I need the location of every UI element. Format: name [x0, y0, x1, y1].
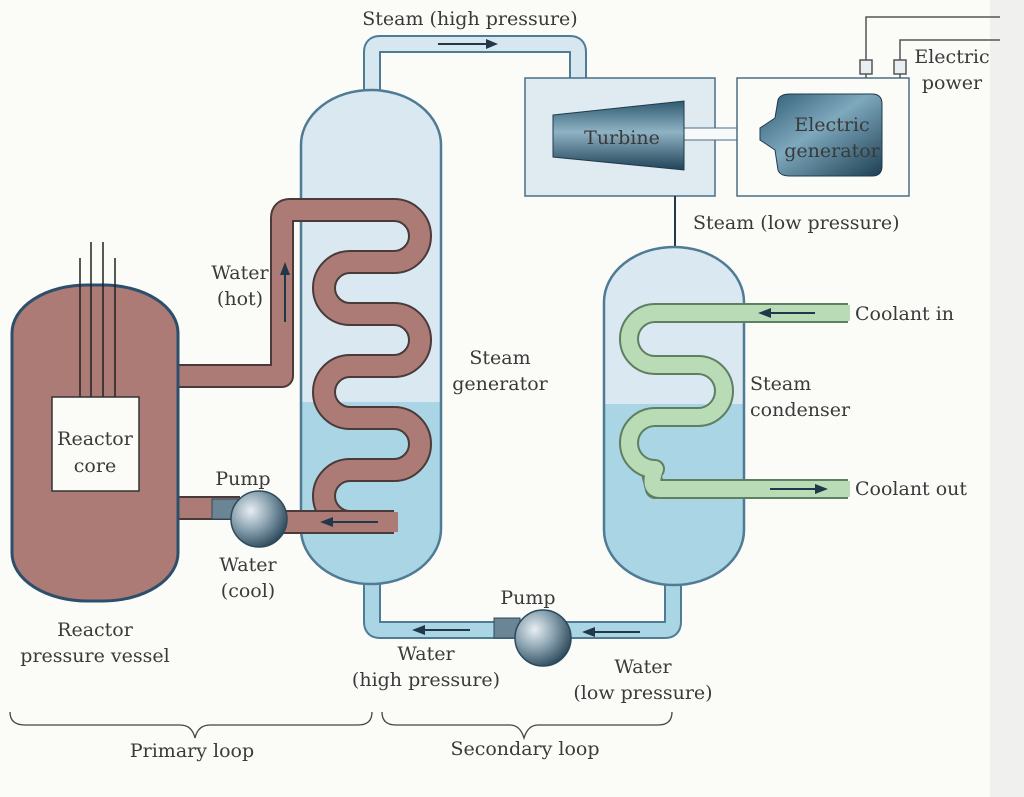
coolant-coil: [619, 303, 850, 499]
hot-water-arrow: [280, 262, 290, 322]
coolant-out-label: Coolant out: [855, 478, 967, 500]
water-low-pressure-label-line1: Water: [614, 656, 672, 678]
coolant-in-label: Coolant in: [855, 303, 954, 325]
control-rods: [79, 242, 116, 412]
primary-loop-brace: [9, 711, 373, 739]
water-high-pressure-arrow: [412, 625, 470, 635]
water-cool-label-line1: Water: [219, 554, 277, 576]
primary-loop-label: Primary loop: [130, 740, 254, 762]
electric-power-wires: [859, 16, 1000, 78]
turbine-label: Turbine: [584, 127, 660, 149]
secondary-pump-icon: [493, 609, 572, 667]
page-edge: [990, 0, 1024, 797]
generator-icon: [759, 93, 883, 177]
generator-label-line1: Electric: [794, 114, 869, 136]
coolant-out-arrow: [770, 484, 828, 494]
steam-low-pressure-label: Steam (low pressure): [693, 212, 899, 234]
primary-pump-icon: [211, 490, 288, 548]
steam-generator-label-line2: generator: [452, 373, 548, 395]
water-cool-label-line2: (cool): [221, 580, 275, 602]
primary-pump-label: Pump: [215, 468, 270, 490]
reactor-core: [51, 396, 140, 492]
reactor-core-label-line2: core: [74, 455, 116, 477]
steam-condenser-label-line1: Steam: [750, 373, 811, 395]
water-low-pressure-arrow: [582, 627, 640, 637]
steam-generator-label-line1: Steam: [469, 347, 530, 369]
water-low-pressure-label-line2: (low pressure): [573, 682, 712, 704]
reactor-core-label-line1: Reactor: [57, 428, 134, 450]
primary-loop-coil: [172, 198, 432, 534]
secondary-loop-label: Secondary loop: [450, 738, 599, 760]
electric-power-label-line1: Electric: [914, 46, 989, 68]
electric-power-label-line2: power: [922, 72, 983, 94]
steam-flow-arrow: [438, 39, 498, 49]
water-high-pressure-label-line1: Water: [397, 643, 455, 665]
coolant-in-arrow: [758, 308, 815, 318]
turbine-icon: [552, 100, 685, 171]
secondary-loop-brace: [381, 711, 673, 741]
reactor-vessel-label-line1: Reactor: [57, 619, 134, 641]
water-hot-label-line2: (hot): [217, 288, 263, 310]
secondary-pump-label: Pump: [500, 587, 555, 609]
steam-condenser-label-line2: condenser: [750, 399, 851, 421]
water-hot-label-line1: Water: [211, 262, 269, 284]
water-high-pressure-label-line2: (high pressure): [352, 669, 500, 691]
steam-high-pressure-label: Steam (high pressure): [362, 8, 577, 30]
generator-label-line2: generator: [784, 140, 880, 162]
reactor-vessel-label-line2: pressure vessel: [20, 645, 169, 667]
cool-water-arrow: [320, 517, 378, 527]
